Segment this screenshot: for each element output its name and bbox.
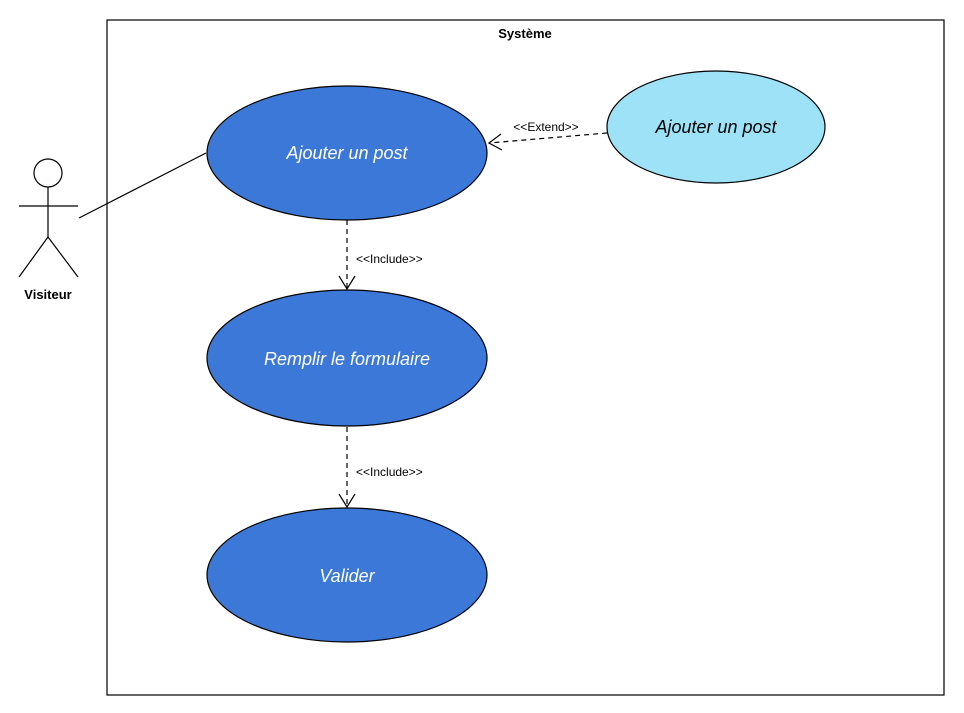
use-case-fill-form-label: Remplir le formulaire — [264, 349, 430, 369]
system-title: Système — [498, 26, 551, 41]
use-case-validate-shape — [206, 507, 488, 643]
use-case-validate[interactable]: Valider — [206, 507, 488, 643]
actor-head — [33, 158, 63, 188]
include-label-2: <<Include>> — [356, 465, 423, 479]
actor-visiteur[interactable]: Visiteur — [18, 158, 79, 302]
use-case-add-post[interactable]: Ajouter un post — [206, 85, 488, 221]
include-relation-1-arrowhead — [338, 275, 356, 291]
actor-name: Visiteur — [24, 287, 71, 302]
use-case-fill-form-shape — [206, 289, 488, 427]
include-relation-2-arrowhead — [338, 493, 356, 509]
association-actor-add-post — [78, 152, 207, 219]
use-case-add-post-extension-shape — [606, 70, 826, 184]
use-case-add-post-extension-label: Ajouter un post — [654, 117, 777, 137]
actor-leg-right — [47, 236, 79, 278]
actor-leg-left — [18, 236, 49, 278]
use-case-add-post-shape — [206, 85, 488, 221]
system-boundary — [106, 19, 945, 696]
use-case-add-post-label: Ajouter un post — [285, 143, 408, 163]
extend-arrowhead — [487, 133, 503, 151]
extend-relation-line — [488, 132, 608, 144]
include-label-1: <<Include>> — [356, 252, 423, 266]
use-case-fill-form[interactable]: Remplir le formulaire — [206, 289, 488, 427]
use-case-add-post-extension[interactable]: Ajouter un post — [606, 70, 826, 184]
extend-label: <<Extend>> — [513, 120, 578, 134]
use-case-validate-label: Valider — [319, 566, 375, 586]
